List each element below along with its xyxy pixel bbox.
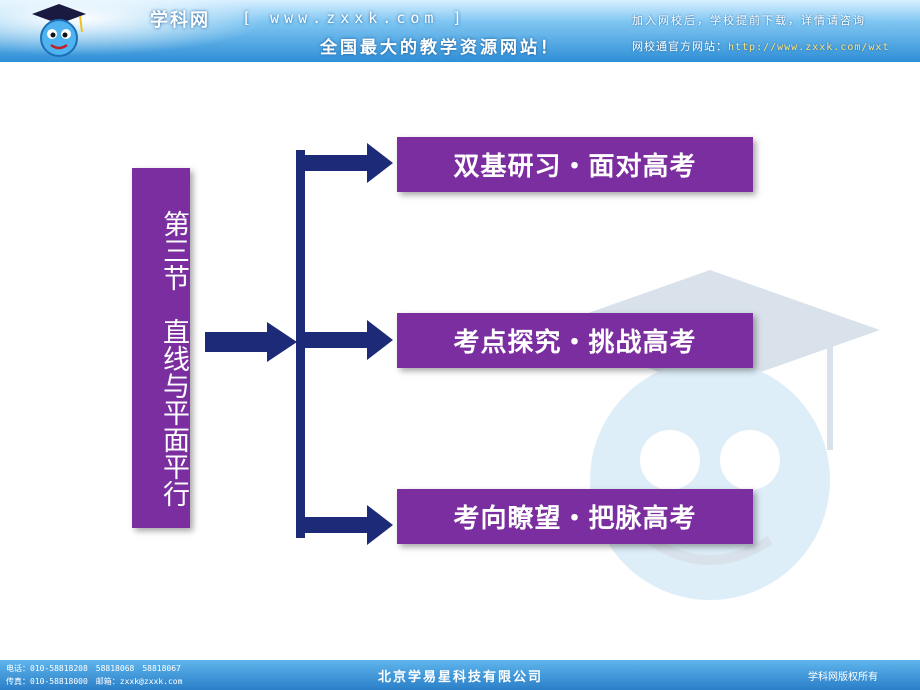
item-basics-label: 双基研习・面对高考	[453, 152, 697, 182]
branch-arrow-1-icon	[305, 143, 393, 183]
item-explore-link[interactable]: 考点探究・挑战高考	[397, 313, 753, 368]
item-basics-link[interactable]: 双基研习・面对高考	[397, 137, 753, 192]
branch-arrow-3-icon	[305, 505, 393, 545]
item-outlook-link[interactable]: 考向瞭望・把脉高考	[397, 489, 753, 544]
mascot-watermark-icon	[560, 270, 880, 600]
site-footer: 电话：010-58818208 58818068 58818067 传真：010…	[0, 660, 920, 690]
item-outlook-label: 考向瞭望・把脉高考	[453, 504, 697, 534]
site-banner: 学科网 [ www.zxxk.com ] 全国最大的教学资源网站！ 加入网校后，…	[0, 0, 920, 62]
footer-contact-phone: 电话：010-58818208 58818068 58818067	[6, 664, 181, 673]
banner-ad-prefix: 网校通官方网站：	[632, 40, 728, 53]
site-name: 学科网	[150, 10, 210, 31]
site-slogan: 全国最大的教学资源网站！	[320, 38, 560, 58]
mascot-logo-icon	[32, 4, 86, 57]
bracket-line	[296, 150, 305, 538]
footer-company: 北京学易星科技有限公司	[378, 670, 544, 685]
item-explore-label: 考点探究・挑战高考	[453, 328, 697, 358]
banner-ad-url[interactable]: http://www.zxxk.com/wxt	[728, 42, 890, 53]
section-title-box: 第三节 直线与平面平行	[132, 168, 190, 528]
main-arrow-icon	[205, 322, 297, 362]
banner-ad-line1: 加入网校后，学校提前下载，详情请咨询	[632, 14, 866, 27]
banner-ad-line2: 网校通官方网站：http://www.zxxk.com/wxt	[632, 38, 889, 54]
section-title: 第三节 直线与平面平行	[158, 209, 189, 507]
footer-copyright: 学科网版权所有	[808, 672, 878, 683]
footer-contact-fax: 传真：010-58818000 邮箱：zxxk@zxxk.com	[6, 677, 183, 686]
branch-arrow-2-icon	[305, 320, 393, 360]
site-url[interactable]: [ www.zxxk.com ]	[242, 9, 467, 27]
